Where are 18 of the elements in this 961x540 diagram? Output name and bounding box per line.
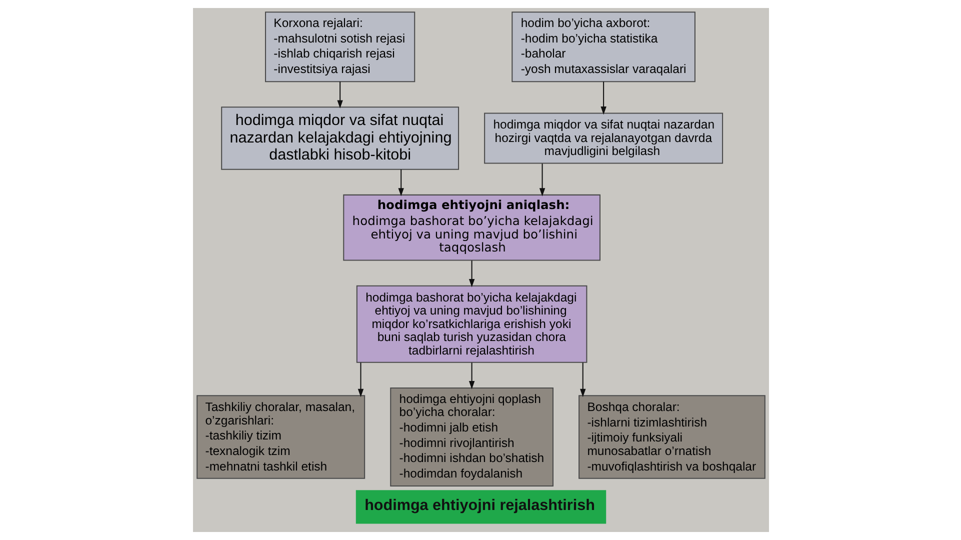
node-box: hodimga miqdor va sifat nuqtai nazardan kelajakdagi ehtiyojning dastlabki hisob-kitobi: [220, 106, 459, 170]
node-box: Korxona rejalari: -mahsulotni sotish rejasi -ishlab chiqarish rejasi -investitsiya rajasi: [264, 12, 415, 82]
arrow: [468, 260, 474, 288]
node-box: Boshqa choralar: -ishlarni tizimlashtirish -ijtimoiy funksiyali munosabatlar o’rnatish -muvofiqlashtirish va boshqalar: [578, 395, 765, 479]
arrow: [468, 362, 474, 390]
arrow: [580, 362, 586, 398]
arrow: [336, 82, 342, 108]
node-box: hodimga miqdor va sifat nuqtai nazardan hozirgi vaqtda va rejalanayotgan davrda mavjudligini belgilash: [484, 112, 723, 164]
node-box: hodimga bashorat bo’yicha kelajakdagi ehtiyoj va uning mavjud bo’lishining miqdor ko’rsatkichlariga erishish yoki buni saqlab turish yuzasidan chora tadbirlarni rejalashtirish: [356, 285, 587, 363]
node-box: hodimga ehtiyojni aniqlash: hodimga bashorat bo’yicha kelajakdagi ehtiyoj va uning mavjud bo’lishini taqqoslash: [342, 194, 600, 261]
node-box: hodimga ehtiyojni qoplash bo’yicha choralar: -hodimni jalb etish -hodimni rivojlantirish -hodimni ishdan bo’shatish -hodimdan foydalanish: [390, 387, 553, 486]
arrow: [600, 82, 606, 115]
diagram-title: hodimga ehtiyojni rejalashtirish: [364, 497, 594, 514]
node-box: hodim bo’yicha axborot: -hodim bo’yicha statistika -baholar -yosh mutaxassislar varaqalari: [511, 12, 695, 82]
arrow: [398, 170, 404, 196]
arrow: [357, 362, 364, 398]
arrow: [538, 164, 545, 196]
node-box: Tashkiliy choralar, masalan, o’zgarishlari: -tashkiliy tizim -texnalogik tzim -mehnatni tashkil etish: [196, 395, 365, 479]
